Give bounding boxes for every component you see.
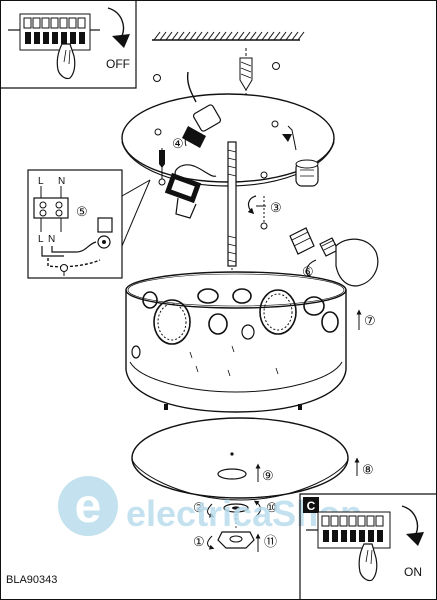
ceiling-hatch-line xyxy=(267,31,275,41)
ceiling xyxy=(152,31,305,41)
step-8-group: ⑧ xyxy=(354,457,374,477)
finial-nut xyxy=(217,503,255,549)
wire-clamp-icon xyxy=(164,164,217,219)
ground-icon xyxy=(60,264,68,276)
threaded-rod xyxy=(227,141,237,290)
ceiling-hatch-line xyxy=(273,31,281,41)
terminal-n-bottom: N xyxy=(48,234,55,245)
ceiling-hatch-line xyxy=(183,31,191,41)
ceiling-hatch-line xyxy=(171,31,179,41)
off-panel: OFF xyxy=(0,0,137,89)
decorative-ring xyxy=(131,288,339,359)
arrow-down-icon xyxy=(406,532,424,546)
ceiling-hatch-line xyxy=(213,31,221,41)
wiring-detail-panel: L N L N ⑤ xyxy=(27,169,151,279)
turn-arrow xyxy=(247,195,257,215)
terminal-l-top: L xyxy=(38,176,44,187)
ceiling-hatch-line xyxy=(279,31,287,41)
step-marker: ⑩ xyxy=(266,500,278,515)
watermark-logo-letter: e xyxy=(75,480,102,533)
step-marker: ③ xyxy=(270,200,282,215)
model-code: BLA90343 xyxy=(6,574,57,586)
terminal-n-top: N xyxy=(58,176,65,187)
drum-shade xyxy=(125,271,347,413)
step-marker: ① xyxy=(193,534,205,549)
ceiling-hatch-line xyxy=(231,31,239,41)
ceiling-hatch-line xyxy=(285,31,293,41)
ceiling-hatch-line xyxy=(297,31,305,41)
switch-terminal-icon xyxy=(306,511,391,549)
terminal-block xyxy=(33,197,69,219)
screw-hole xyxy=(153,74,161,82)
turn-arrow xyxy=(401,505,419,535)
turn-arrow xyxy=(207,535,215,550)
c-badge xyxy=(303,497,319,513)
step-9-group: ⑨ xyxy=(255,463,274,483)
c-badge-label: C xyxy=(307,499,316,513)
ceiling-hatch-line xyxy=(189,31,197,41)
step-7-group: ⑦ xyxy=(356,309,376,330)
step-marker: ⑦ xyxy=(364,313,376,328)
ceiling-hatch-line xyxy=(291,31,299,41)
turn-arrow xyxy=(107,7,125,37)
ceiling-hatch-line xyxy=(249,31,257,41)
screw-icon xyxy=(256,196,268,230)
ceiling-hatch-line xyxy=(177,31,185,41)
ceiling-hatch-line xyxy=(261,31,269,41)
glass-disc xyxy=(131,417,349,501)
step-marker: ⑧ xyxy=(362,462,374,477)
hand-icon xyxy=(358,543,378,582)
off-label: OFF xyxy=(106,57,130,71)
lamp-holder xyxy=(182,104,222,148)
ceiling-hatch-line xyxy=(195,31,203,41)
ceiling-hatch-line xyxy=(165,31,173,41)
turn-arrow xyxy=(253,500,261,517)
on-panel: C ON xyxy=(299,493,437,600)
screw-icon xyxy=(158,148,166,186)
screw-hole xyxy=(272,62,280,70)
step-marker: ④ xyxy=(172,136,184,151)
hand-icon xyxy=(56,43,76,80)
ceiling-hatch-line xyxy=(255,31,263,41)
ceiling-hatch-line xyxy=(237,31,245,41)
switch-terminal-icon xyxy=(8,13,100,51)
step-marker: ⑥ xyxy=(302,264,314,279)
on-label: ON xyxy=(404,565,422,579)
ceiling-hatch-line xyxy=(201,31,209,41)
ceiling-hatch-line xyxy=(153,31,161,41)
terminal-l-bottom: L xyxy=(38,234,44,245)
ceiling-hatch-line xyxy=(243,31,251,41)
dowel-icon xyxy=(239,48,253,104)
ceiling-hatch-line xyxy=(159,31,167,41)
ceiling-hatch-line xyxy=(219,31,227,41)
step-marker: ⑪ xyxy=(264,534,277,549)
step-marker: ⑨ xyxy=(262,468,274,483)
ceiling-hatch-line xyxy=(207,31,215,41)
turn-arrow xyxy=(207,503,215,518)
step-marker: ⑤ xyxy=(76,204,88,219)
ceiling-hatch-line xyxy=(225,31,233,41)
arrow-down-icon xyxy=(112,34,130,48)
lamp-holder xyxy=(282,125,319,187)
step-marker: ② xyxy=(193,500,205,515)
watermark-logo-circle xyxy=(58,476,118,536)
